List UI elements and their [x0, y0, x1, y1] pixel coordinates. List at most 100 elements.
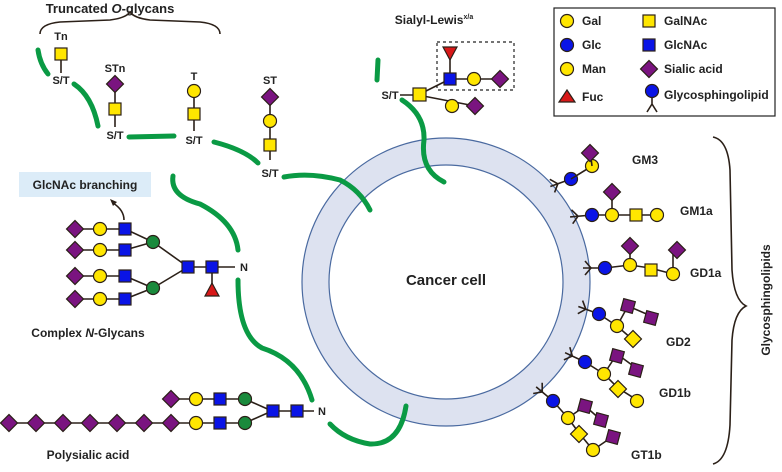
fucose-icon: [203, 281, 221, 297]
sialic-acid-icon: [53, 413, 73, 433]
membrane-outer-edge: [301, 137, 591, 427]
legend-label: Gal: [582, 14, 601, 28]
glcnac-icon: [266, 404, 280, 418]
legend: Gal GalNAc Glc GlcNAc Man Sialic acid Fu…: [553, 7, 776, 117]
membrane-inner-edge: [328, 164, 564, 400]
sialic-acid-icon: [107, 413, 127, 433]
gal-icon: [186, 83, 202, 99]
peptide-segment: [235, 277, 315, 403]
legend-label: Man: [582, 62, 606, 76]
galnac-icon: [412, 87, 427, 102]
legend-man-icon: [559, 61, 575, 77]
glycan-name-stn: STn: [105, 63, 126, 75]
gal-icon: [262, 113, 278, 129]
serine-threonine-label: S/T: [185, 135, 202, 147]
sialic-acid-icon: [80, 413, 100, 433]
peptide-segment: [35, 47, 51, 77]
sialic-acid-icon: [65, 266, 85, 286]
sialic-acid-icon: [65, 240, 85, 260]
cell-label: Cancer cell: [406, 272, 486, 289]
polysialic-acid-label: Polysialic acid: [47, 448, 130, 462]
sialic-acid-icon: [576, 397, 594, 415]
peptide-segment: [374, 57, 381, 83]
peptide-segment: [126, 133, 177, 140]
ganglioside-label-gm1a: GM1a: [680, 204, 713, 218]
legend-galnac-icon: [642, 14, 656, 28]
glc-icon: [597, 260, 613, 276]
sialic-acid-icon: [161, 389, 181, 409]
legend-sialic-acid-icon: [639, 59, 659, 79]
arrow-line: [112, 202, 125, 221]
sialic-acid-icon: [608, 347, 626, 365]
galnac-icon: [263, 138, 277, 152]
brace-icon: [712, 136, 748, 465]
peptide-segment: [327, 403, 409, 447]
peptide-segment: [281, 172, 373, 213]
glcnac-icon: [181, 260, 195, 274]
sialic-acid-icon: [580, 143, 600, 163]
gal-icon: [665, 266, 681, 282]
peptide-segment: [211, 139, 261, 166]
gal-icon: [596, 366, 612, 382]
sialic-acid-icon: [65, 289, 85, 309]
ganglioside-label-gt1b: GT1b: [631, 448, 662, 462]
peptide-segment: [71, 81, 101, 129]
glcnac-icon: [118, 222, 132, 236]
galnac-icon: [54, 47, 68, 61]
gal-icon: [609, 318, 625, 334]
legend-label: GlcNAc: [664, 38, 708, 52]
ganglioside-label-gd1b: GD1b: [659, 386, 691, 400]
glycan-name-t: T: [191, 71, 198, 83]
ganglioside-label-gd2: GD2: [666, 335, 691, 349]
legend-label: Fuc: [582, 90, 604, 104]
legend-glc-icon: [559, 37, 575, 53]
sialic-acid-icon: [667, 240, 687, 260]
sialic-acid-icon: [0, 413, 19, 433]
fucose-icon: [441, 46, 459, 62]
gal-icon: [92, 291, 108, 307]
lipid-tail-icon: [646, 98, 658, 113]
sialic-acid-icon: [260, 87, 280, 107]
mannose-icon: [145, 280, 161, 296]
glycan-name-tn: Tn: [54, 31, 68, 43]
glcnac-icon: [290, 404, 304, 418]
legend-fucose-icon: [557, 88, 577, 103]
glcnac-branching-label: GlcNAc branching: [33, 178, 138, 192]
complex-n-glycans-label: Complex N-Glycans: [31, 326, 145, 340]
truncated-o-glycans: Truncated O-glycans Tn S/T STn S/T T S/T…: [39, 1, 280, 180]
gal-icon: [188, 415, 204, 431]
glcnac-icon: [205, 260, 219, 274]
peptide-backbone: [35, 47, 447, 447]
gal-icon: [92, 221, 108, 237]
gal-icon: [560, 410, 576, 426]
legend-gal-icon: [559, 13, 575, 29]
glc-icon: [584, 207, 600, 223]
sialic-acid-icon: [105, 74, 125, 94]
glc-icon: [591, 306, 607, 322]
legend-label: GalNAc: [664, 14, 708, 28]
glycan-symbols: [0, 219, 304, 433]
gangliosides: [533, 143, 687, 458]
cancer-cell: Cancer cell: [301, 137, 591, 427]
legend-label: Glc: [582, 38, 602, 52]
sialic-acid-icon: [161, 413, 181, 433]
glcnac-icon: [443, 72, 457, 86]
truncated-o-glycans-title: Truncated O-glycans: [46, 1, 175, 16]
gal-icon: [92, 242, 108, 258]
peptide-segment: [170, 173, 241, 253]
gal-icon: [649, 207, 665, 223]
gal-icon: [629, 393, 645, 409]
sialic-acid-icon: [602, 182, 622, 202]
serine-threonine-label: S/T: [381, 90, 398, 102]
ganglioside-label-gd1a: GD1a: [690, 266, 722, 280]
mannose-icon: [237, 415, 253, 431]
serine-threonine-label: S/T: [261, 168, 278, 180]
glcnac-icon: [118, 243, 132, 257]
glcnac-icon: [213, 416, 227, 430]
sialic-acid-icon: [65, 219, 85, 239]
glycan-name-st: ST: [263, 75, 277, 87]
cell-membrane: [302, 138, 590, 426]
legend-glcnac-icon: [642, 38, 656, 52]
gal-icon: [604, 207, 620, 223]
